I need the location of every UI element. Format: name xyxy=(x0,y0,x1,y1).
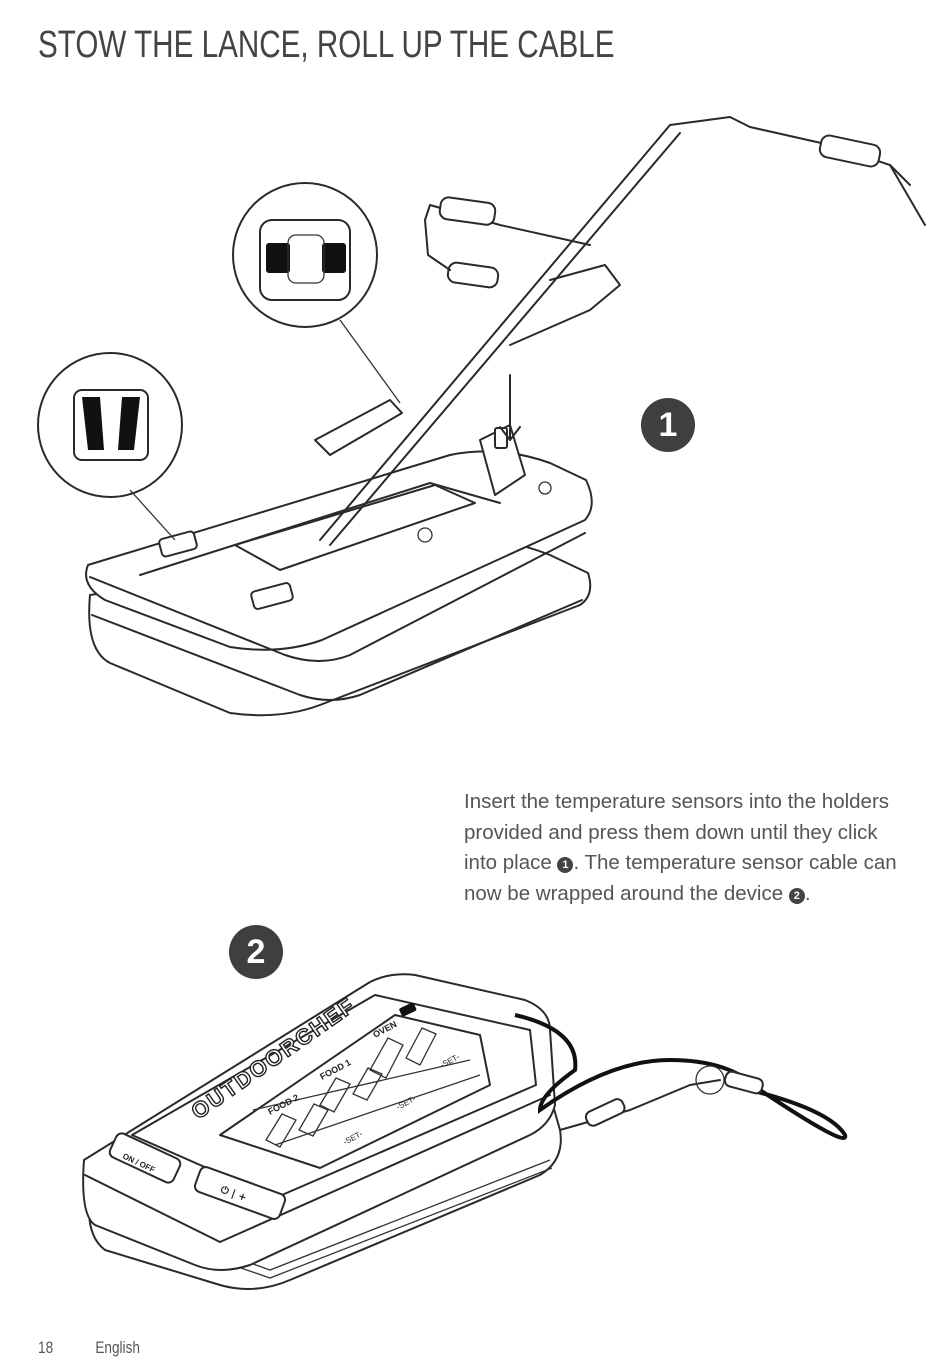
stow-lance-illustration xyxy=(37,116,926,717)
on-off-button[interactable]: ON / OFF xyxy=(108,1131,182,1184)
language-label: English xyxy=(95,1338,140,1357)
step-2-reference: 2 xyxy=(788,888,805,905)
step-1-reference: 1 xyxy=(557,857,574,874)
instruction-part-2: . The temperature sensor cable can now b… xyxy=(464,851,897,905)
instruction-part-1: Insert the temperature sensors into the … xyxy=(464,790,890,875)
step-1-badge: 1 xyxy=(641,398,695,452)
wrapped-cable-illustration: OUTDOORCHEF OVEN FOOD 1 FOOD 2 -SET- -SE… xyxy=(82,973,848,1290)
page-number: 18 xyxy=(38,1338,54,1357)
page-footer: 18 English xyxy=(38,1338,140,1358)
instruction-text: Insert the temperature sensors into the … xyxy=(464,787,914,909)
step-2-badge: 2 xyxy=(229,925,283,979)
instruction-part-3: . xyxy=(804,881,811,905)
page-title: STOW THE LANCE, ROLL UP THE CABLE xyxy=(38,24,615,66)
controls-button[interactable]: ⏻ | + xyxy=(193,1165,287,1220)
